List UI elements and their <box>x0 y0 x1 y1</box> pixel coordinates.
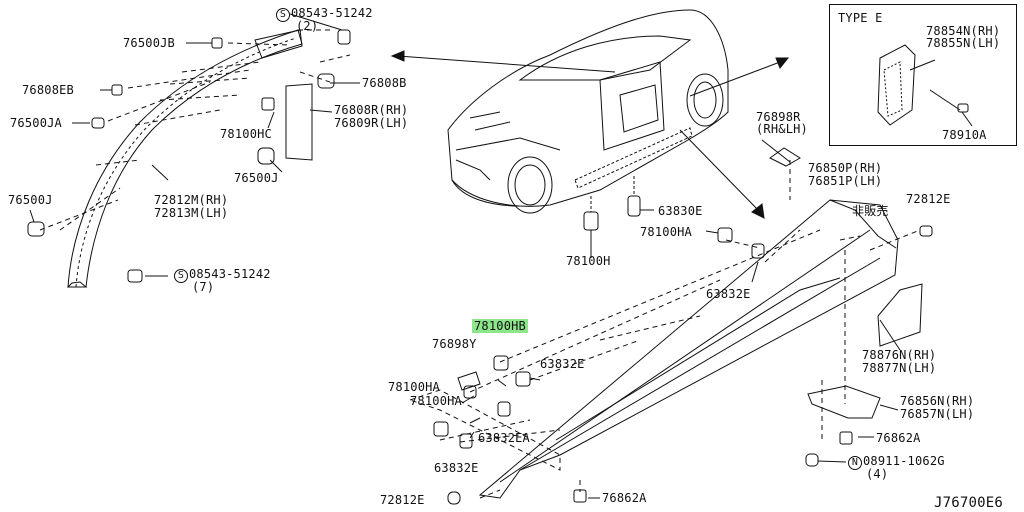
label-72812e-right: 72812E <box>906 192 951 206</box>
label-63832e-mid: 63832E <box>540 357 585 371</box>
label-76850p: 76850P(RH) <box>808 161 883 175</box>
label-76898r-side: (RH&LH) <box>756 122 808 136</box>
label-63830e: 63830E <box>658 204 703 218</box>
pointer-arrows <box>390 50 790 219</box>
sill-leaders <box>439 160 921 499</box>
label-76808r: 76808R(RH) <box>334 103 409 117</box>
label-76500j-left: 76500J <box>8 193 53 207</box>
fender-leaders <box>39 29 351 231</box>
car-silhouette <box>447 9 729 214</box>
diagram-code: J76700E6 <box>934 495 1004 511</box>
label-78100ha-top: 78100HA <box>640 225 692 239</box>
label-78855n: 78855N(LH) <box>926 36 1001 50</box>
label-76851p: 76851P(LH) <box>808 174 883 188</box>
label-72812e-bottom: 72812E <box>380 493 425 507</box>
label-nut-qty: (4) <box>866 467 889 481</box>
label-63832e-right: 63832E <box>706 287 751 301</box>
label-type-e: TYPE E <box>838 11 883 25</box>
label-78876n: 78876N(RH) <box>862 348 937 362</box>
label-screw-top-qty: (2) <box>296 19 319 33</box>
side-sill <box>408 199 899 499</box>
label-76898r: 76898R <box>756 110 801 124</box>
label-63832ea: 63832EA <box>478 431 530 445</box>
label-76862a-bottom: 76862A <box>602 491 647 505</box>
label-76808eb: 76808EB <box>22 83 74 97</box>
label-76808b: 76808B <box>362 76 407 90</box>
fender-clips <box>27 29 351 283</box>
car-clips <box>583 176 654 258</box>
label-76856n: 76856N(RH) <box>900 394 975 408</box>
label-76862a-right: 76862A <box>876 431 921 445</box>
label-78910a: 78910A <box>942 128 987 142</box>
sill-clips <box>433 139 933 505</box>
rear-pads <box>807 283 923 419</box>
symbol-leaders <box>289 13 343 31</box>
label-78877n: 78877N(LH) <box>862 361 937 375</box>
label-78100hc: 78100HC <box>220 127 272 141</box>
label-72812m: 72812M(RH) <box>154 193 229 207</box>
screw-symbol-icon: S <box>174 269 188 283</box>
label-not-for-sale: 非販売 <box>852 204 889 218</box>
label-screw-bottom-qty: (7) <box>192 280 215 294</box>
sill-solid-leaders <box>461 230 901 499</box>
label-72813m: 72813M(LH) <box>154 206 229 220</box>
label-78100h: 78100H <box>566 254 611 268</box>
label-76500j-mid: 76500J <box>234 171 279 185</box>
label-63832e-low: 63832E <box>434 461 479 475</box>
type-e-drawing <box>877 44 973 127</box>
label-76500ja: 76500JA <box>10 116 62 130</box>
label-76898y: 76898Y <box>432 337 477 351</box>
label-78100ha-b: 78100HA <box>410 394 462 408</box>
label-78100hb: 78100HB <box>472 319 528 333</box>
type-e-inset-box <box>829 4 1017 146</box>
nut-symbol-icon: N <box>848 456 862 470</box>
label-76809r: 76809R(LH) <box>334 116 409 130</box>
label-78854n: 78854N(RH) <box>926 24 1001 38</box>
fender-molding <box>66 29 303 288</box>
screw-symbol-icon: S <box>276 8 290 22</box>
label-76857n: 76857N(LH) <box>900 407 975 421</box>
label-76500jb: 76500JB <box>123 36 175 50</box>
fender-solid-leaders <box>29 42 360 277</box>
label-78100ha-a: 78100HA <box>388 380 440 394</box>
